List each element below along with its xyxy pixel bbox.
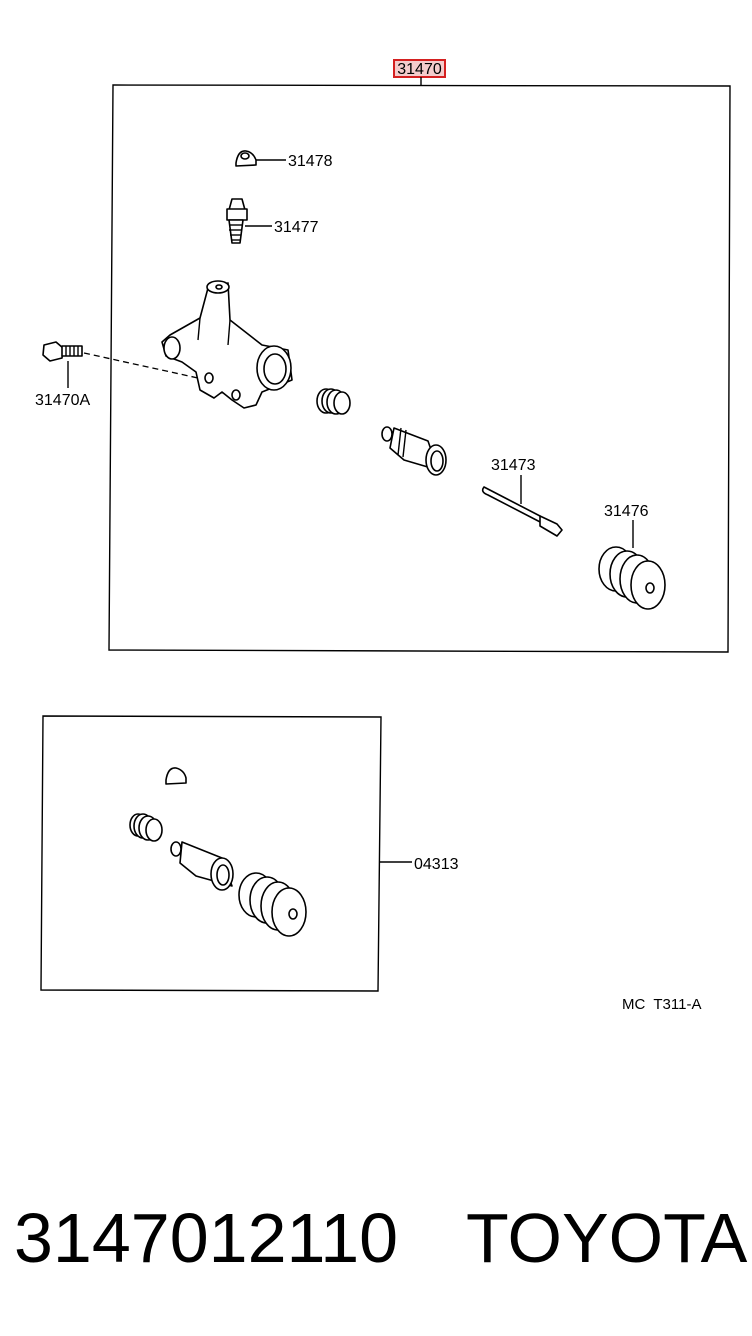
bleeder-cap-label[interactable]: 31478 [288, 153, 333, 170]
kit-piston-part[interactable] [170, 841, 234, 891]
kit-boot-part[interactable] [238, 872, 307, 937]
part-number: 3147012110 [14, 1199, 399, 1277]
bleeder-plug-label[interactable]: 31477 [274, 219, 319, 236]
footer: 3147012110 TOYOTA [14, 1193, 748, 1283]
piston-part[interactable] [381, 426, 447, 476]
brand-name: TOYOTA [466, 1199, 748, 1277]
push-rod-part[interactable] [481, 486, 563, 537]
release-cylinder-body[interactable] [161, 280, 293, 409]
boot-label[interactable]: 31476 [604, 503, 649, 520]
push-rod-label[interactable]: 31473 [491, 457, 536, 474]
repair-kit-frame [40, 715, 382, 992]
boot-part[interactable] [598, 546, 666, 610]
assembly-label-highlight [393, 59, 446, 78]
repair-kit-label[interactable]: 04313 [414, 856, 459, 873]
assembly-label-text: 31470 [397, 61, 442, 78]
figure-code: MC T311-A [622, 996, 701, 1013]
assembly-frame [108, 84, 731, 653]
bleeder-plug-part[interactable] [226, 198, 248, 244]
kit-cap-part[interactable] [165, 767, 187, 785]
kit-small-boot-part[interactable] [129, 813, 163, 842]
bolt-part[interactable] [42, 341, 83, 362]
assembly-label[interactable]: 31470 [393, 59, 446, 78]
bleeder-cap-part[interactable] [235, 150, 257, 167]
small-boot-part[interactable] [316, 388, 351, 415]
bolt-label[interactable]: 31470A [35, 392, 90, 409]
